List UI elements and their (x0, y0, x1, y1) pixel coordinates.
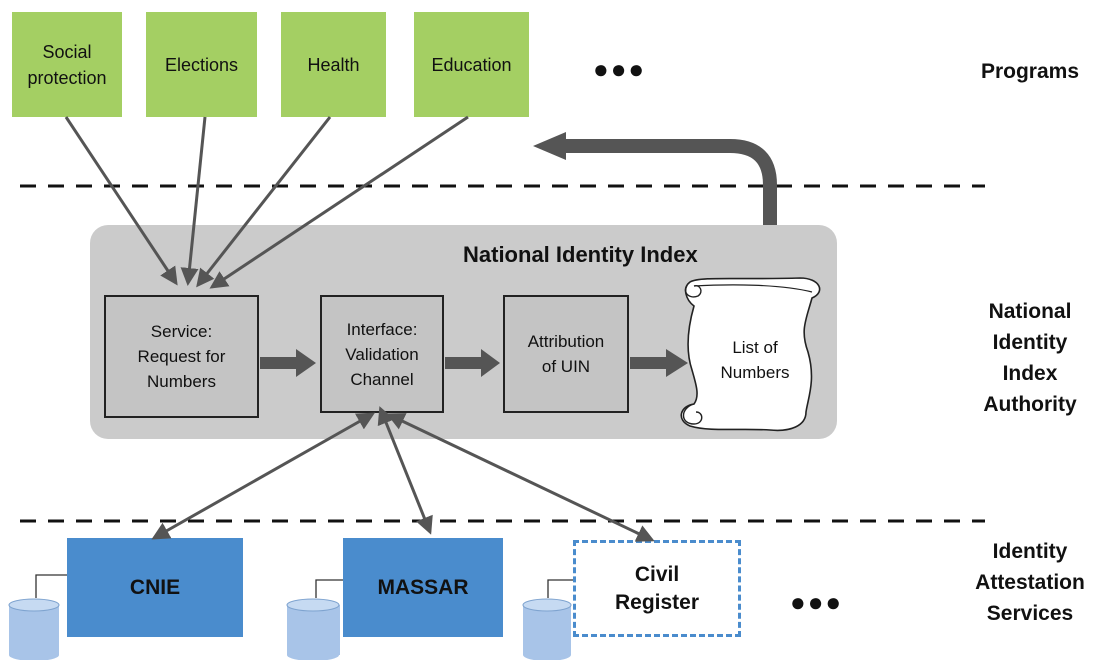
program-social-protection[interactable]: Social protection (12, 12, 122, 117)
service-cnie[interactable]: CNIE (67, 538, 243, 637)
service-civil-register[interactable]: Civil Register (573, 540, 741, 637)
return-arrow-to-programs (560, 139, 777, 225)
arrow-education-to-service (209, 115, 469, 289)
scroll-shape (680, 277, 821, 432)
scroll-top-roll (693, 284, 813, 293)
attribution-of-uin-box[interactable]: Attribution of UIN (503, 295, 629, 413)
services-more-ellipsis: ●●● (790, 587, 844, 617)
arrow-health-to-service (196, 116, 332, 288)
service-massar[interactable]: MASSAR (343, 538, 503, 637)
flow-arrow-1 (260, 349, 316, 377)
arrow-validation-cnie (151, 412, 376, 540)
arrow-validation-civil-register (386, 413, 655, 542)
programs-more-ellipsis: ●●● (593, 54, 647, 84)
list-of-numbers-label: List of Numbers (720, 338, 790, 382)
scroll-top-curl (684, 281, 702, 298)
flow-arrow-2 (445, 349, 500, 377)
return-arrowhead (533, 132, 566, 160)
index-authority-layer-label: National Identity Index Authority (983, 300, 1077, 416)
database-icon (286, 579, 343, 660)
database-icon (522, 579, 573, 660)
attestation-layer-label: Identity Attestation Services (975, 540, 1085, 625)
interface-validation-channel-box[interactable]: Interface: Validation Channel (320, 295, 444, 413)
service-request-for-numbers-box[interactable]: Service: Request for Numbers (104, 295, 259, 418)
flow-arrow-3 (630, 349, 688, 377)
arrow-validation-massar (377, 406, 433, 535)
database-icon (8, 574, 67, 660)
program-health[interactable]: Health (281, 12, 386, 117)
national-identity-index-title: National Identity Index (463, 242, 698, 267)
programs-layer-label: Programs (980, 60, 1080, 83)
arrow-elections-to-service (180, 116, 207, 286)
program-elections[interactable]: Elections (146, 12, 257, 117)
arrow-social-protection-to-service (64, 116, 178, 286)
program-education[interactable]: Education (414, 12, 529, 117)
scroll-bottom-curl (682, 403, 703, 425)
